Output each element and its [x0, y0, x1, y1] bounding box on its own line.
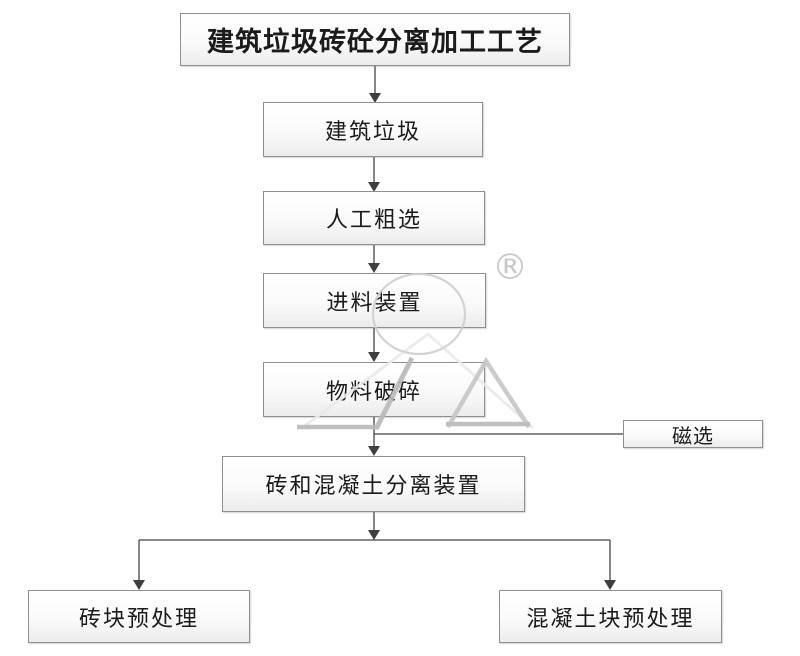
node-construction-waste: 建筑垃圾 — [263, 102, 483, 157]
node-brick-concrete-separation-device: 砖和混凝土分离装置 — [222, 456, 525, 512]
node-brick-pretreatment: 砖块预处理 — [28, 590, 250, 643]
registered-trademark-icon: ® — [492, 247, 528, 288]
node-magnetic-separation: 磁选 — [623, 420, 763, 448]
node-manual-rough-sorting: 人工粗选 — [263, 191, 485, 245]
node-material-crushing: 物料破碎 — [263, 362, 485, 417]
node-feeding-device: 进料装置 — [263, 273, 486, 328]
node-concrete-block-pretreatment: 混凝土块预处理 — [499, 590, 722, 643]
node-process-title: 建筑垃圾砖砼分离加工工艺 — [180, 13, 570, 66]
flow-arrowheads — [133, 93, 616, 590]
